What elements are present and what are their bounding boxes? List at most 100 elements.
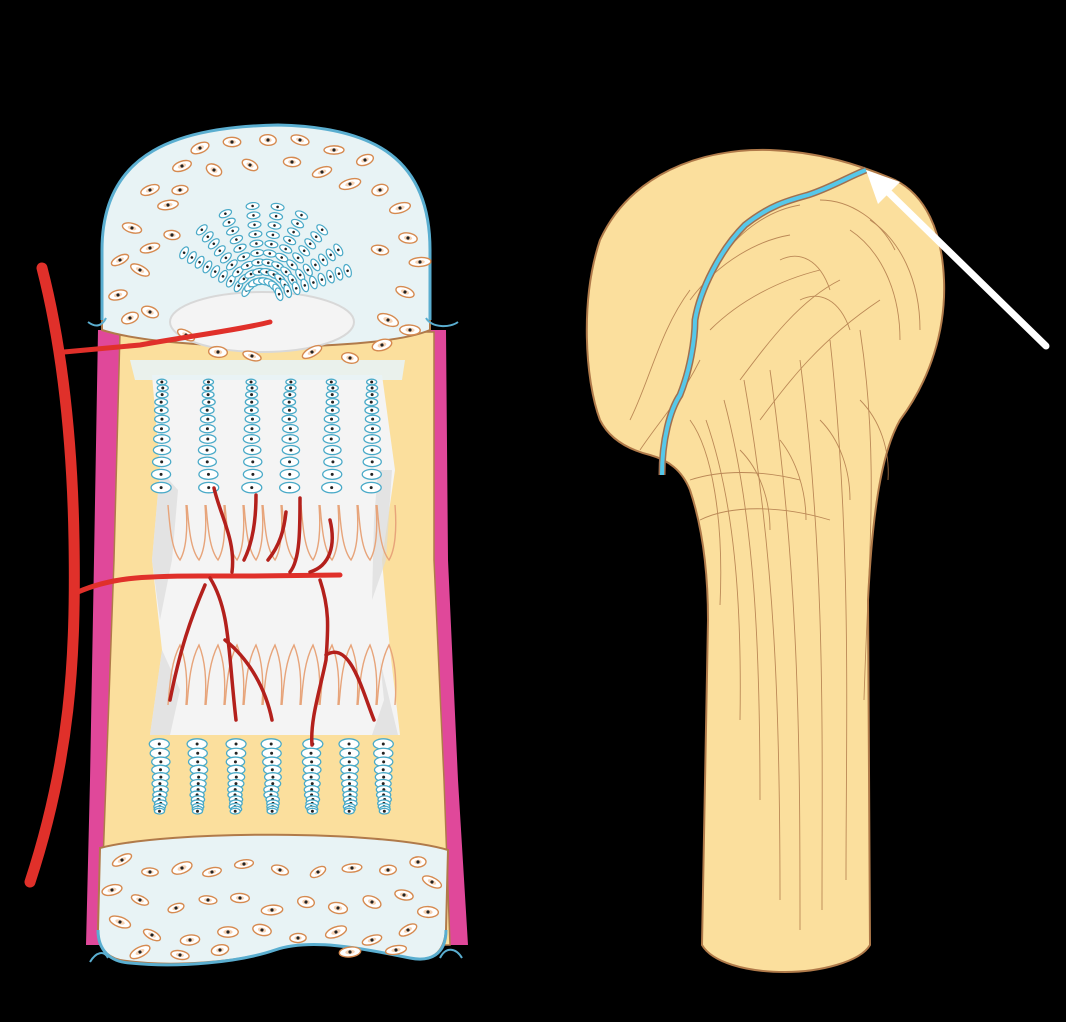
chondrocyte — [191, 807, 204, 815]
chondrocyte — [322, 434, 341, 444]
chondrocyte — [222, 217, 236, 227]
chondrocyte — [226, 226, 240, 236]
bone-cell — [179, 934, 201, 946]
trabecula — [224, 643, 245, 706]
bone-cell — [289, 932, 307, 944]
epiphysis-cells — [101, 133, 443, 961]
chondrocyte — [343, 263, 353, 278]
chondrocyte — [179, 246, 190, 260]
bone-cell — [355, 153, 375, 167]
chondrocyte — [207, 238, 220, 250]
chondrocyte — [325, 248, 336, 262]
trabecula — [167, 643, 188, 706]
chondrocyte — [364, 405, 380, 415]
bone-cell — [171, 861, 193, 875]
chondrocyte — [247, 220, 262, 229]
texture-line — [739, 449, 771, 531]
trabeculae — [167, 504, 397, 706]
texture-line — [699, 508, 831, 521]
chondrocyte — [225, 259, 238, 271]
chondrocyte — [153, 423, 170, 434]
bone-cell — [398, 232, 418, 244]
chondrocyte — [155, 390, 169, 399]
chondrocyte — [186, 738, 208, 750]
bone-cell — [301, 344, 323, 360]
bone-cell — [108, 915, 132, 929]
chondrocyte — [199, 414, 216, 424]
chondrocyte — [279, 244, 293, 254]
bone-cell — [233, 859, 255, 869]
bone-cell — [398, 923, 418, 937]
chondrocyte — [364, 397, 379, 407]
chondrocyte — [326, 384, 339, 392]
vessel-branch-2 — [168, 583, 207, 702]
bone-cell — [282, 156, 302, 168]
chondrocyte — [362, 444, 382, 456]
chondrocyte — [245, 201, 260, 211]
chondrocyte — [300, 278, 310, 293]
bone-cell — [259, 133, 277, 147]
chondrocyte — [199, 405, 215, 415]
chondrocyte — [326, 269, 335, 284]
chondrocyte — [186, 251, 197, 264]
chondrocyte — [324, 405, 340, 415]
trabecula — [167, 504, 188, 562]
chondrocyte — [263, 772, 282, 783]
bone-cell — [130, 894, 150, 906]
chondrocyte — [243, 456, 263, 468]
bone-cell — [140, 305, 160, 319]
nutrient-artery-main — [24, 262, 80, 888]
chondrocyte — [325, 378, 337, 386]
chondrocyte — [210, 265, 221, 279]
bone-cell — [207, 345, 229, 359]
chondrocyte — [304, 238, 317, 250]
trabecula — [243, 504, 264, 562]
texture-line — [709, 269, 821, 331]
chondrocyte — [365, 390, 379, 399]
bone-cell — [141, 867, 159, 877]
texture-line — [723, 399, 761, 801]
chondrocyte — [156, 378, 168, 386]
bone-cell — [170, 949, 190, 961]
vessel-up-5 — [308, 518, 334, 574]
chondrocyte — [264, 240, 279, 249]
bone-cell — [241, 158, 259, 172]
bone-cell — [341, 863, 363, 873]
chondrocyte — [339, 747, 360, 759]
bone-cell — [172, 159, 192, 173]
chondrocyte — [270, 202, 285, 212]
chondrocyte — [245, 384, 259, 392]
chondrocyte — [201, 231, 214, 243]
chondrocyte — [290, 218, 305, 229]
chondrocyte — [333, 243, 344, 257]
chondrocyte — [201, 390, 215, 399]
chondrocyte — [244, 390, 259, 399]
bone-cell — [121, 222, 143, 234]
chondrocyte — [283, 390, 297, 399]
texture-line — [739, 279, 841, 381]
texture-line — [849, 229, 901, 341]
bone-cell — [163, 229, 181, 241]
bone-cell — [242, 350, 262, 362]
chondrocyte — [281, 414, 298, 424]
chondrocyte — [154, 397, 169, 407]
chondrocyte — [199, 423, 216, 434]
vessel-branch-5 — [324, 650, 376, 722]
chondrocyte — [316, 224, 329, 236]
bone-cell — [311, 165, 333, 179]
bone-cell — [324, 925, 348, 939]
bone-cell — [110, 253, 130, 267]
chondrocyte — [218, 269, 228, 283]
chondrocyte — [360, 481, 382, 494]
chondrocyte — [361, 468, 382, 480]
trabecula — [300, 504, 321, 562]
trabecula — [338, 643, 359, 706]
vessel-up-1 — [212, 486, 235, 574]
bone-cell — [327, 901, 349, 915]
pointer-arrow — [866, 170, 1050, 350]
bone-cell — [139, 242, 161, 254]
chondrocyte — [274, 287, 284, 302]
chondrocyte — [197, 456, 217, 468]
bone-cell — [205, 163, 223, 177]
